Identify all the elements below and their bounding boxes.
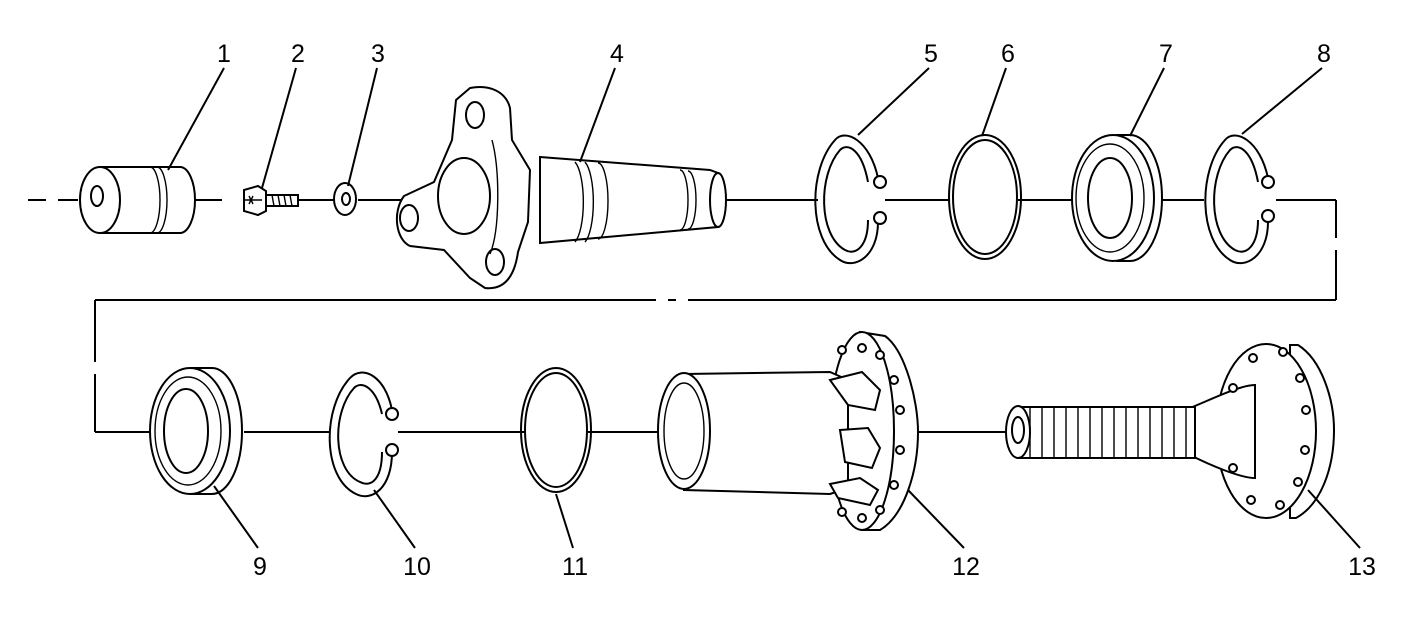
part-8-snap-ring [1204,134,1275,265]
leader-line-5 [857,67,930,136]
leader-line-1 [167,67,225,171]
leader-line-8 [1241,67,1323,135]
leader-line-13 [1307,489,1361,549]
leader-line-11 [555,493,574,549]
leader-line-10 [373,489,416,549]
callout-13: 13 [1348,553,1376,581]
callout-1: 1 [217,40,231,68]
part-9-seal [149,367,243,495]
part-4-flanged-shaft [395,86,727,290]
callout-2: 2 [291,40,305,68]
callout-4: 4 [610,40,624,68]
callout-11: 11 [562,553,588,581]
leader-line-12 [907,489,965,549]
callout-10: 10 [403,553,431,581]
leader-line-9 [213,485,259,549]
part-6-o-ring [948,134,1022,260]
part-1-bushing [79,166,196,234]
leader-line-2 [261,67,297,189]
leader-line-6 [981,67,1007,137]
leader-line-4 [579,67,616,163]
part-10-snap-ring [328,371,399,498]
callout-5: 5 [924,40,938,68]
callout-9: 9 [253,553,267,581]
part-12-housing [657,330,920,531]
leader-line-7 [1129,67,1165,137]
part-2-bolt [243,184,299,217]
callout-7: 7 [1159,40,1173,68]
callout-12: 12 [952,553,980,581]
part-3-washer [333,182,357,216]
leader-line-3 [347,67,378,187]
callout-6: 6 [1001,40,1015,68]
callout-numbers: 1 2 3 4 5 6 7 8 9 10 11 12 13 [217,40,1376,581]
callout-3: 3 [371,40,385,68]
part-7-seal [1071,134,1163,262]
part-13-splined-shaft [1005,343,1336,519]
assembly-centerline [28,199,1337,433]
callout-8: 8 [1317,40,1331,68]
part-5-snap-ring [814,134,887,265]
part-11-o-ring [520,367,592,493]
leader-lines [167,67,1361,549]
